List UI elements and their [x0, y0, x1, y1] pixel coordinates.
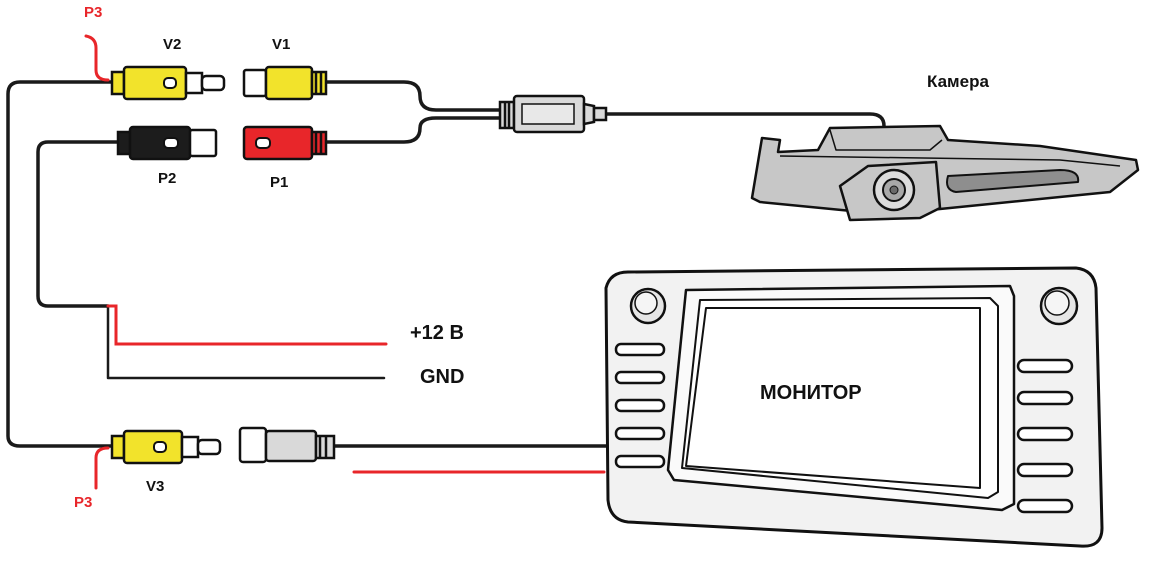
monitor-device: [604, 266, 1104, 548]
label-v3: V3: [146, 478, 165, 495]
wires: [6, 80, 886, 448]
label-p3-bottom: P3: [74, 494, 93, 511]
rca-v1-connector: [242, 65, 328, 101]
wire-p3-bottom: [94, 446, 110, 490]
wire-v1-merge: [324, 80, 504, 112]
rca-monitor-input-connector: [238, 426, 336, 464]
label-v1: V1: [272, 36, 291, 53]
rca-p2-connector: [116, 125, 218, 161]
wire-p1-merge: [324, 116, 504, 144]
wire-v2-to-v3: [6, 80, 114, 448]
label-gnd: GND: [420, 366, 465, 388]
rca-v2-connector: [110, 65, 226, 101]
red-wires: [84, 34, 606, 490]
label-camera: Камера: [927, 72, 989, 91]
wire-power-12v: [106, 304, 388, 346]
label-p1: P1: [270, 174, 289, 191]
wire-gnd: [106, 304, 386, 380]
label-p3-top: P3: [84, 4, 103, 21]
wire-p3-top: [84, 34, 110, 82]
camera-device: [750, 124, 1140, 222]
label-power-12v: +12 B: [410, 322, 464, 344]
wire-p2-to-power: [36, 140, 120, 308]
rca-v3-connector: [110, 429, 222, 465]
camera-cable-plug: [498, 94, 608, 134]
label-v2: V2: [163, 36, 182, 53]
rca-p1-connector: [242, 125, 328, 161]
label-monitor: МОНИТОР: [760, 382, 862, 404]
label-p2: P2: [158, 170, 177, 187]
